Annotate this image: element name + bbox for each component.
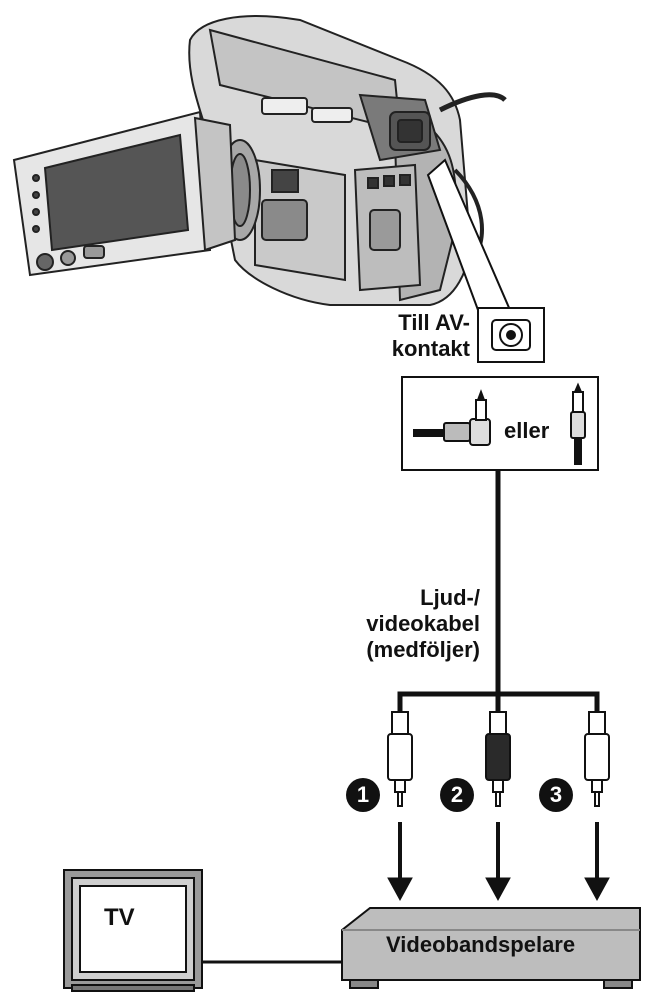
rca-plug-2: [485, 711, 511, 807]
av-cable: [397, 470, 600, 712]
av-jack-inset: [477, 307, 545, 363]
vcr-label: Videobandspelare: [386, 932, 576, 957]
av-jack-label: Till AV- kontakt: [338, 310, 470, 362]
tv-label: TV: [104, 904, 135, 931]
plug-number-1: 1: [346, 778, 380, 812]
arrow-3: [584, 822, 610, 902]
arrow-2: [485, 822, 511, 902]
cable-label-line3: (medföljer): [366, 637, 480, 662]
rca-plug-3: [584, 711, 610, 807]
camcorder: [12, 15, 507, 306]
tv-set: [63, 869, 203, 992]
plug-number-3: 3: [539, 778, 573, 812]
rca-plug-group: [387, 711, 610, 807]
straight-plug-icon: [570, 382, 586, 465]
angled-plug-icon: [413, 389, 491, 446]
or-label: eller: [504, 418, 550, 443]
rca-plug-1: [387, 711, 413, 807]
arrow-1: [387, 822, 413, 902]
vcr: [341, 907, 641, 989]
arrows: [387, 822, 610, 902]
av-jack-label-line1: Till AV-: [398, 310, 470, 335]
plug-number-2: 2: [440, 778, 474, 812]
av-jack-label-line2: kontakt: [391, 336, 470, 361]
cable-label-line2: videokabel: [366, 611, 480, 636]
plug-choice-box: [401, 376, 599, 471]
cable-label-line1: Ljud-/: [420, 585, 480, 610]
cable-label: Ljud-/ videokabel (medföljer): [330, 585, 480, 663]
